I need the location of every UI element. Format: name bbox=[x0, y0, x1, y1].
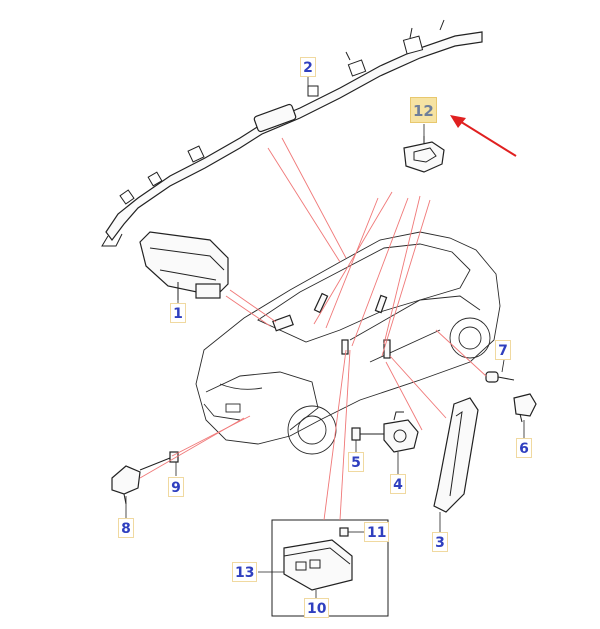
callout-13[interactable]: 13 bbox=[232, 562, 258, 582]
front-impact-sensor-part[interactable] bbox=[383, 411, 419, 453]
highlight-arrow bbox=[450, 115, 517, 157]
callout-connectors bbox=[125, 76, 525, 598]
bolt-7-part[interactable] bbox=[485, 371, 515, 383]
callout-2[interactable]: 2 bbox=[300, 57, 316, 77]
vehicle-outline bbox=[195, 231, 501, 455]
bolt-5-part[interactable] bbox=[351, 427, 384, 441]
callout-12[interactable]: 12 bbox=[410, 97, 437, 123]
module-detail-box bbox=[271, 519, 389, 617]
callout-11[interactable]: 11 bbox=[364, 522, 390, 542]
curtain-airbag-part[interactable] bbox=[101, 19, 483, 247]
callout-8[interactable]: 8 bbox=[118, 518, 134, 538]
callout-1[interactable]: 1 bbox=[170, 303, 186, 323]
side-sensor-8-part[interactable] bbox=[111, 465, 141, 505]
pillar-airbag-cover-part[interactable] bbox=[433, 397, 479, 513]
driver-airbag-module-part[interactable] bbox=[139, 231, 229, 300]
module-bolt-11-part[interactable] bbox=[339, 527, 349, 537]
callout-10[interactable]: 10 bbox=[304, 598, 330, 618]
callout-5[interactable]: 5 bbox=[348, 452, 364, 472]
leader-lines bbox=[139, 137, 487, 521]
bolt-9-part[interactable] bbox=[139, 451, 179, 471]
callout-6[interactable]: 6 bbox=[516, 438, 532, 458]
callout-9[interactable]: 9 bbox=[168, 477, 184, 497]
side-impact-sensor-12-part[interactable] bbox=[403, 136, 445, 173]
callout-3[interactable]: 3 bbox=[432, 532, 448, 552]
callout-7[interactable]: 7 bbox=[495, 340, 511, 360]
side-sensor-6-part[interactable] bbox=[513, 393, 537, 423]
restraint-control-module-part[interactable] bbox=[283, 539, 353, 591]
callout-4[interactable]: 4 bbox=[390, 474, 406, 494]
